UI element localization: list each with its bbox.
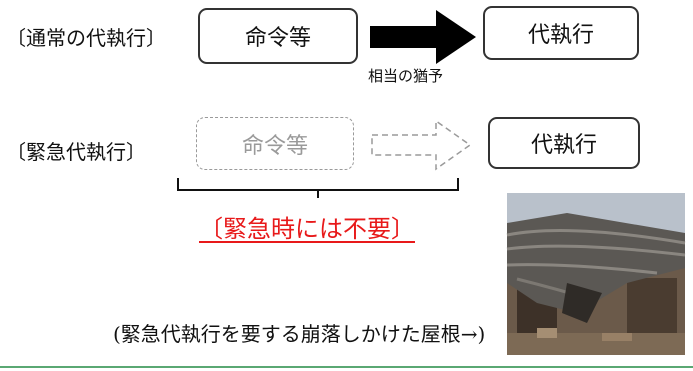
emergency-execution-label: 〔緊急代執行〕 — [6, 140, 146, 164]
emergency-order-box: 命令等 — [196, 117, 354, 170]
skip-bracket — [177, 178, 459, 198]
grace-period-note: 相当の猶予 — [368, 67, 444, 85]
solid-arrow — [370, 10, 476, 64]
dashed-arrow — [371, 119, 472, 171]
normal-order-box: 命令等 — [198, 8, 358, 64]
normal-execution-label: 〔通常の代執行〕 — [6, 26, 166, 50]
collapsing-roof-photo — [506, 193, 686, 355]
normal-result-box: 代執行 — [483, 6, 639, 60]
emergency-result-box: 代執行 — [488, 117, 640, 169]
bottom-divider — [0, 366, 693, 368]
photo-caption: (緊急代執行を要する崩落しかけた屋根→) — [113, 322, 486, 346]
not-required-note: 〔緊急時には不要〕 — [199, 215, 415, 243]
